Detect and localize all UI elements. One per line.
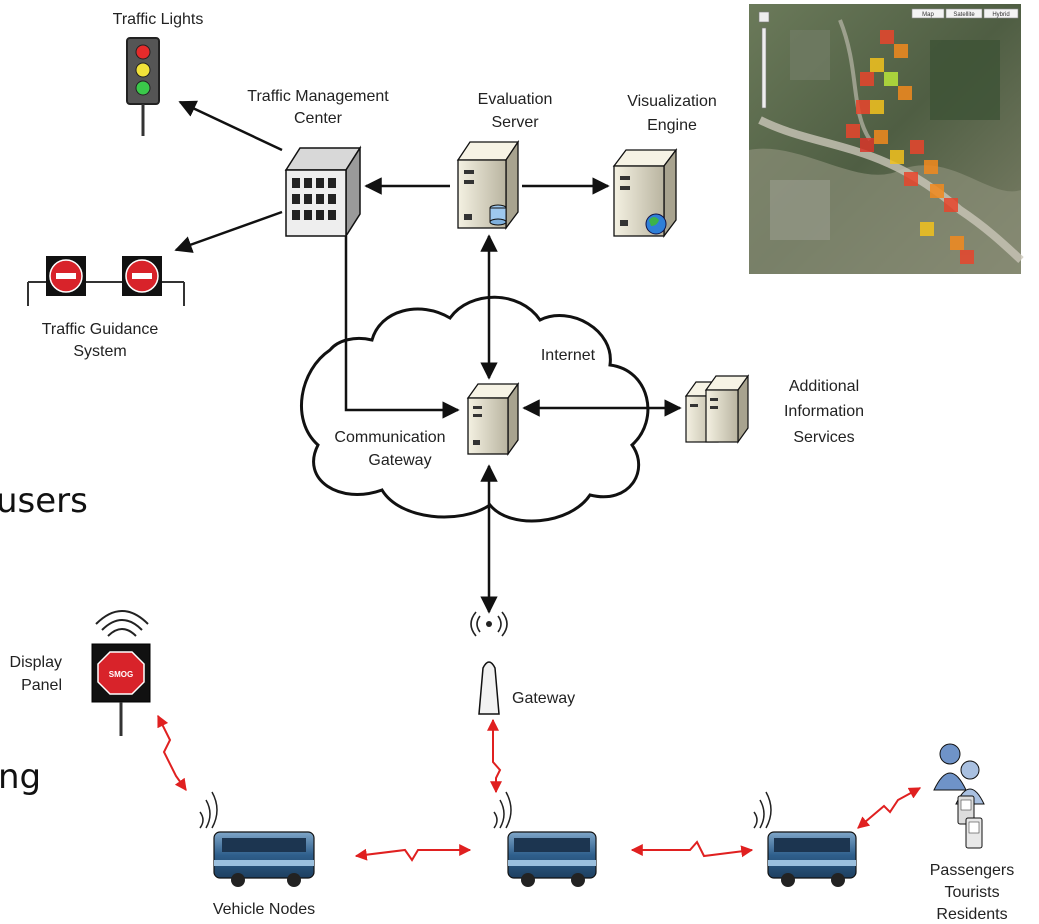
globe-icon bbox=[645, 213, 667, 235]
additional-services-label-line1: Additional bbox=[789, 378, 859, 395]
gateway-label: Gateway bbox=[512, 690, 575, 707]
map-button-hybrid[interactable]: Hybrid bbox=[992, 12, 1009, 18]
visualization-engine-label-line1: Visualization bbox=[627, 93, 717, 110]
bus-bus-wireless-link-right bbox=[630, 840, 754, 858]
bus-icon-center bbox=[493, 791, 597, 887]
communication-gateway-icon bbox=[466, 381, 520, 457]
bus-passengers-wireless-link bbox=[857, 787, 922, 829]
evaluation-server-label-line1: Evaluation bbox=[478, 91, 553, 108]
map-button-map[interactable]: Map bbox=[922, 12, 934, 18]
traffic-guidance-label-line1: Traffic Guidance bbox=[42, 321, 159, 338]
passengers-icon bbox=[933, 743, 985, 805]
bus-icon-right bbox=[753, 791, 857, 887]
internet-label: Internet bbox=[541, 347, 596, 364]
display-panel-icon: SMOG bbox=[91, 610, 151, 736]
tmc-to-traffic-lights-arrow bbox=[178, 100, 283, 152]
bus-bus-wireless-link-left bbox=[354, 844, 472, 862]
display-panel-label-line1: Display bbox=[10, 654, 62, 671]
communication-gateway-label-line1: Communication bbox=[334, 429, 445, 446]
display-panel-label-line2: Panel bbox=[21, 677, 62, 694]
antenna-icon bbox=[470, 611, 508, 715]
map-thumbnail: Map Satellite Hybrid bbox=[749, 4, 1024, 274]
slide-text-fragment-1: users bbox=[0, 481, 88, 521]
heatmap-overlay bbox=[846, 30, 974, 264]
traffic-guidance-system-icon bbox=[27, 256, 185, 306]
additional-services-label-line3: Services bbox=[793, 429, 854, 446]
evaluation-server-icon bbox=[456, 139, 520, 230]
tmc-to-guidance-arrow bbox=[174, 210, 283, 253]
phone-icon bbox=[957, 795, 983, 849]
additional-services-icon bbox=[684, 374, 750, 444]
tmc-label-line2: Center bbox=[294, 110, 343, 127]
bus-icon-left bbox=[199, 791, 315, 887]
traffic-guidance-label-line2: System bbox=[73, 343, 126, 360]
map-button-satellite[interactable]: Satellite bbox=[953, 12, 975, 18]
gateway-bus-wireless-link bbox=[487, 718, 502, 794]
wired-connections bbox=[174, 100, 682, 614]
passengers-label-line2: Tourists bbox=[944, 884, 999, 901]
visualization-engine-icon bbox=[612, 148, 678, 238]
passengers-label-line3: Residents bbox=[936, 906, 1007, 923]
slide-text-fragment-2: ng bbox=[0, 757, 41, 797]
tmc-to-comm-line bbox=[344, 236, 460, 419]
traffic-lights-label: Traffic Lights bbox=[113, 11, 204, 28]
passengers-label-line1: Passengers bbox=[930, 862, 1015, 879]
svg-text:SMOG: SMOG bbox=[109, 670, 133, 679]
additional-services-label-line2: Information bbox=[784, 403, 864, 420]
communication-gateway-label-line2: Gateway bbox=[368, 452, 431, 469]
visualization-engine-label-line2: Engine bbox=[647, 117, 697, 134]
panel-bus-wireless-link bbox=[157, 714, 187, 791]
traffic-management-center-icon bbox=[284, 145, 362, 239]
wireless-connections bbox=[157, 714, 922, 862]
tmc-label-line1: Traffic Management bbox=[247, 88, 389, 105]
traffic-light-icon bbox=[126, 37, 160, 136]
vehicle-nodes-label: Vehicle Nodes bbox=[213, 901, 315, 918]
evaluation-server-label-line2: Server bbox=[491, 114, 539, 131]
